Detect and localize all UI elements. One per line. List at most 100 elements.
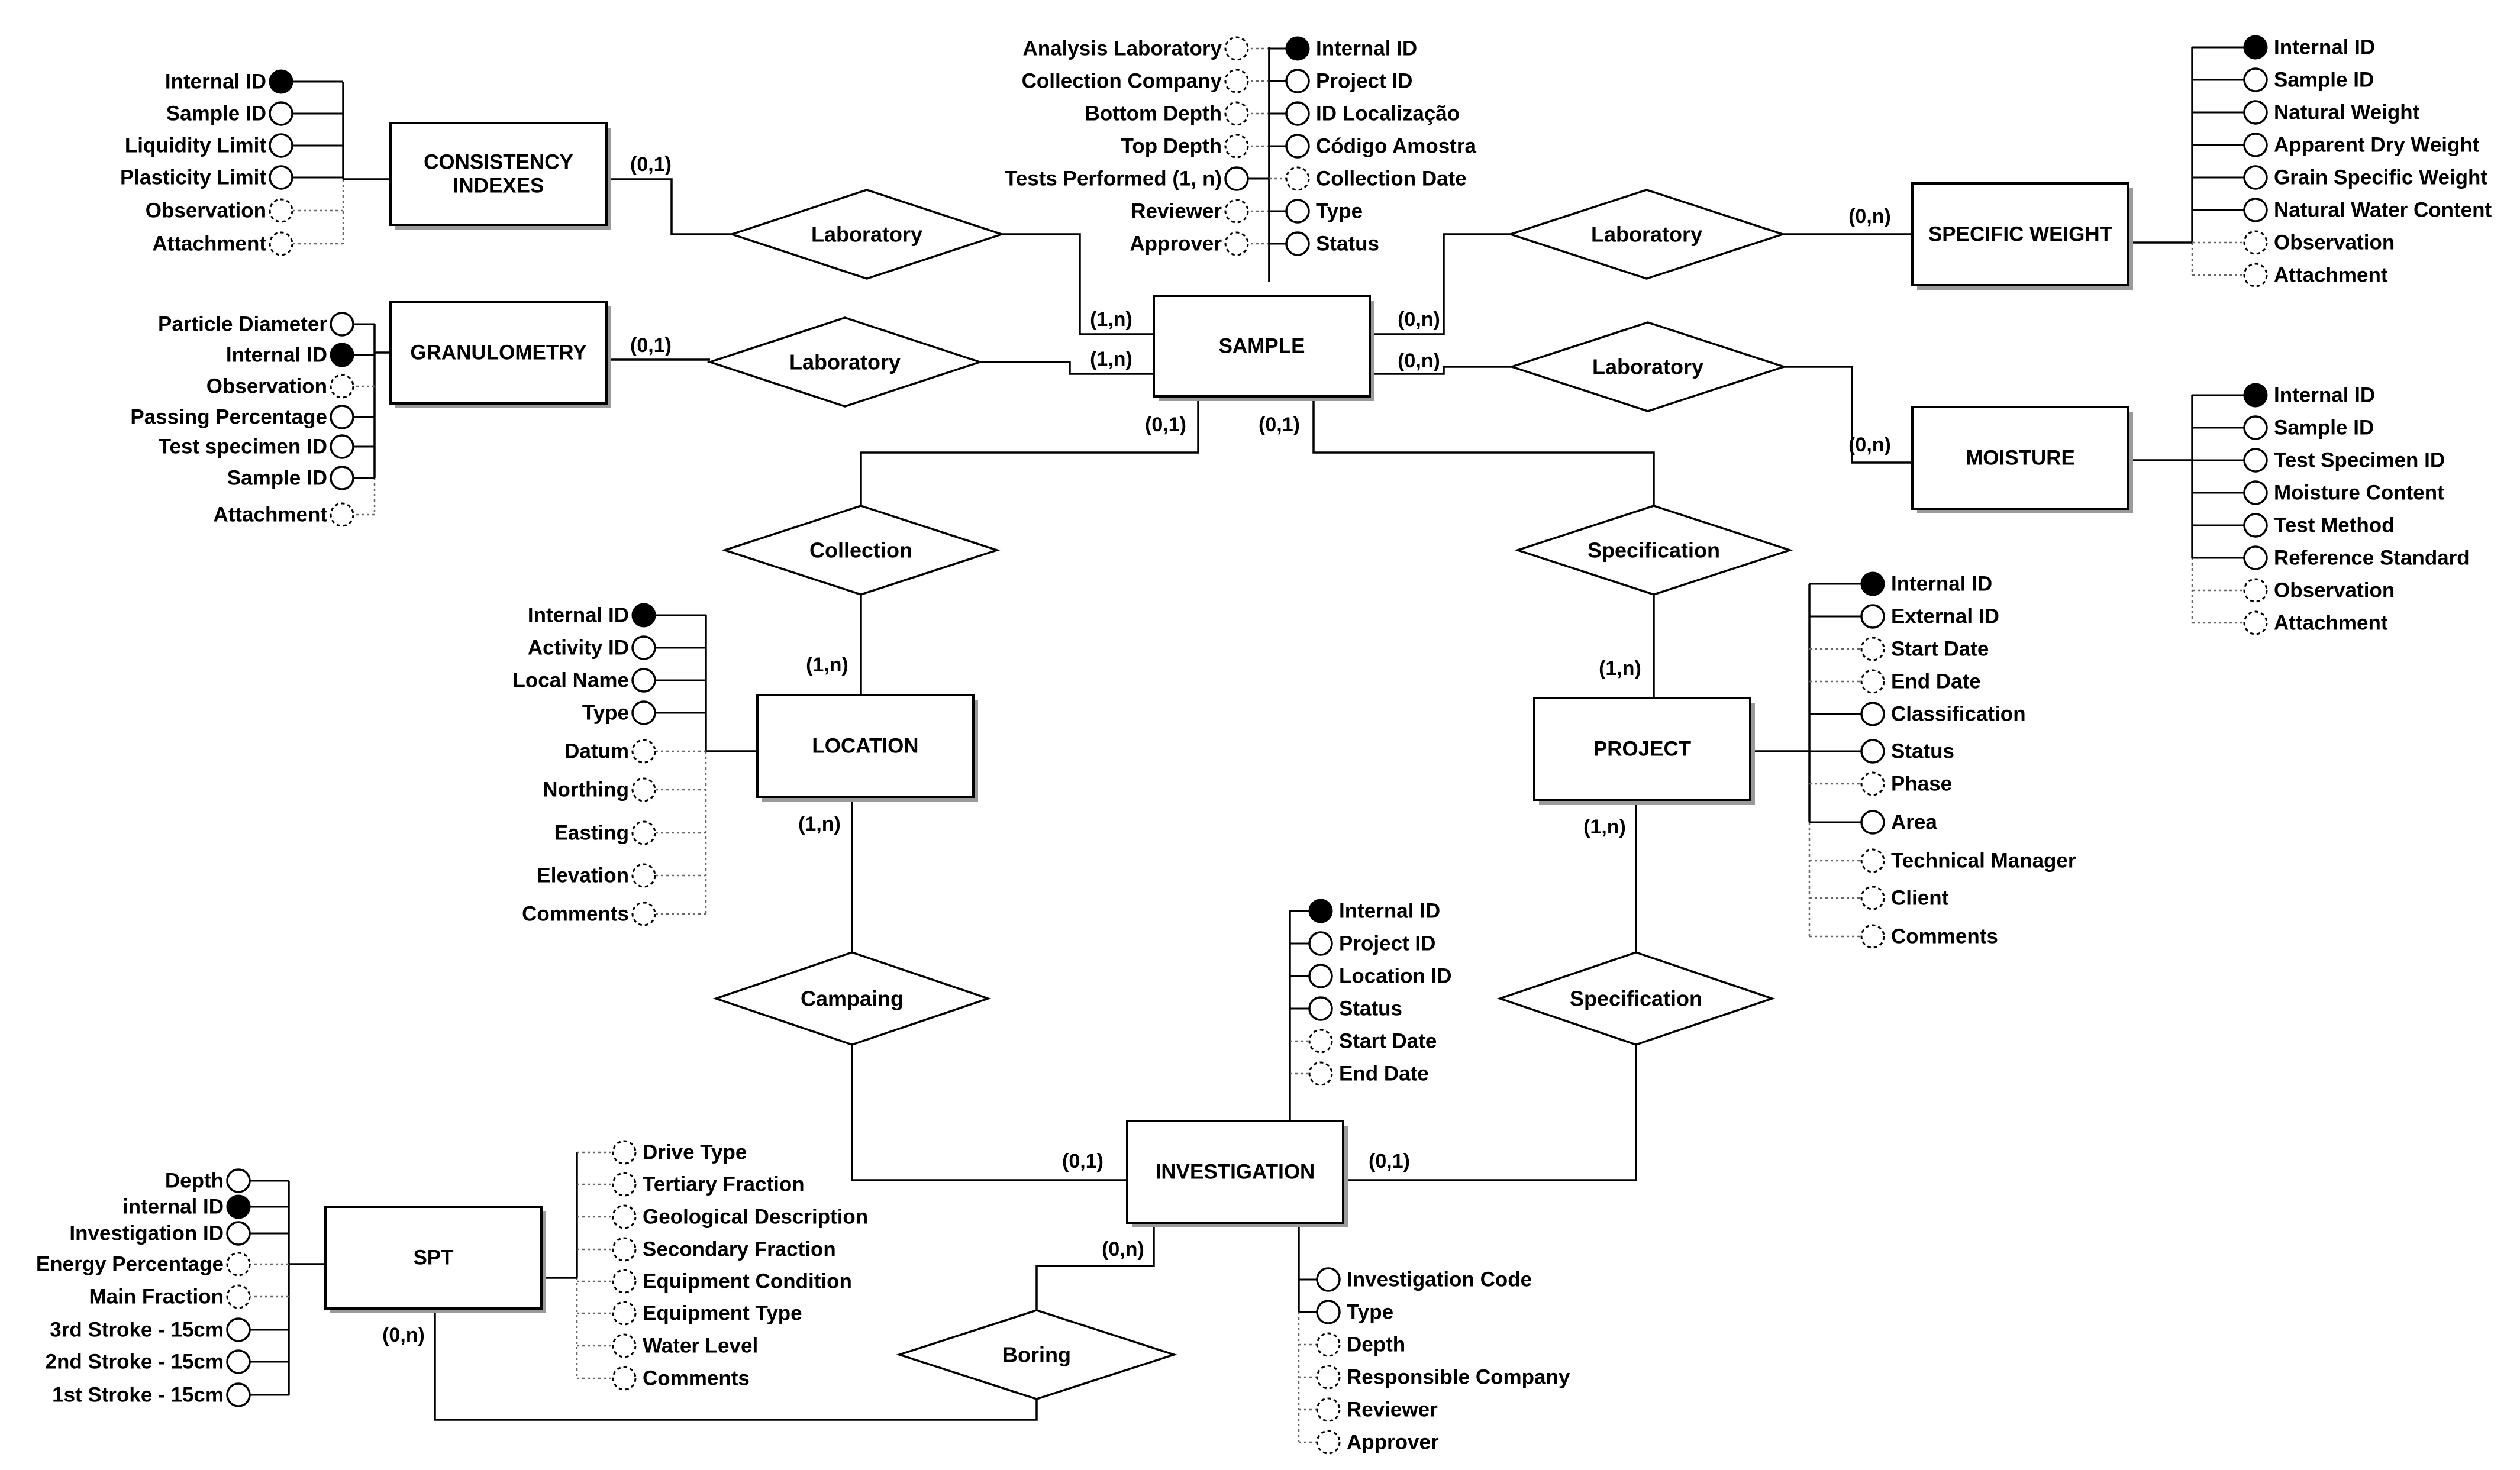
- entity-box[interactable]: [1911, 182, 2129, 286]
- relationships: LaboratoryLaboratoryLaboratoryLaboratory…: [706, 189, 1793, 1400]
- relationship-lab-specific-weight[interactable]: Laboratory: [1507, 189, 1786, 280]
- required-attribute-icon: [1316, 1267, 1341, 1292]
- relationship-diamond[interactable]: [896, 1309, 1177, 1400]
- relationship-diamond[interactable]: [1496, 951, 1776, 1046]
- relationship-specification-sample[interactable]: Specification: [1514, 505, 1793, 596]
- entity-label: SAMPLE: [1219, 335, 1305, 358]
- cardinalities: (0,1)(1,n)(0,1)(1,n)(0,n)(0,n)(0,n)(0,n)…: [382, 153, 1891, 1346]
- attribute-label: Sample ID: [166, 102, 266, 125]
- entity-moisture[interactable]: MOISTURE: [1911, 406, 2133, 513]
- relationship-diamond[interactable]: [1507, 189, 1786, 280]
- required-attribute-icon: [226, 1382, 251, 1407]
- cardinality-label: (0,n): [1398, 308, 1440, 331]
- required-attribute-icon: [226, 1317, 251, 1342]
- attribute-label: Water Level: [643, 1335, 758, 1358]
- attribute-label: Test specimen ID: [159, 435, 327, 458]
- optional-attribute-icon: [2243, 610, 2268, 635]
- attribute-label: Equipment Condition: [643, 1270, 852, 1293]
- attribute-label: Location ID: [1339, 965, 1452, 988]
- entity-box[interactable]: [756, 694, 975, 798]
- attribute-label: Natural Weight: [2274, 101, 2420, 124]
- optional-attribute-icon: [1316, 1332, 1341, 1357]
- optional-attribute-icon: [1308, 1061, 1333, 1086]
- attribute-label: Sample ID: [2274, 416, 2374, 440]
- attribute-label: Particle Diameter: [158, 313, 327, 336]
- attribute-label: Collection Company: [1022, 70, 1222, 93]
- attribute-label: End Date: [1339, 1062, 1429, 1085]
- relationship-lab-moisture[interactable]: Laboratory: [1508, 321, 1787, 412]
- relationship-label: Laboratory: [789, 350, 901, 374]
- attribute-label: Classification: [1891, 703, 2026, 726]
- attribute-label: internal ID: [122, 1196, 224, 1219]
- required-attribute-icon: [631, 700, 656, 725]
- optional-attribute-icon: [1316, 1365, 1341, 1390]
- relationship-edge: [860, 396, 1199, 506]
- entity-box[interactable]: [1533, 697, 1751, 801]
- attribute-label: Liquidity Limit: [125, 134, 266, 157]
- required-attribute-icon: [269, 133, 293, 158]
- entity-box[interactable]: [1126, 1120, 1344, 1224]
- attribute-label: Type: [582, 702, 629, 725]
- key-attribute-icon: [330, 343, 354, 367]
- required-attribute-icon: [1285, 199, 1310, 224]
- relationship-label: Specification: [1587, 538, 1720, 563]
- attribute-label: Area: [1891, 811, 1937, 834]
- relationship-diamond[interactable]: [1514, 505, 1793, 596]
- entity-granulometry[interactable]: GRANULOMETRY: [389, 301, 611, 408]
- relationship-specification-investigation[interactable]: Specification: [1496, 951, 1776, 1046]
- required-attribute-icon: [1285, 231, 1310, 256]
- entity-sample[interactable]: SAMPLE: [1153, 295, 1374, 401]
- attribute-label: Tests Performed (1, n): [1005, 167, 1222, 190]
- relationship-lab-consistency[interactable]: Laboratory: [728, 189, 1005, 280]
- attribute-label: Status: [1891, 740, 1954, 763]
- entity-box[interactable]: [1153, 295, 1371, 398]
- attribute-label: Start Date: [1891, 638, 1989, 661]
- relationship-diamond[interactable]: [706, 316, 983, 408]
- entity-investigation[interactable]: INVESTIGATION: [1126, 1120, 1348, 1227]
- attribute-label: Client: [1891, 887, 1949, 910]
- required-attribute-icon: [330, 466, 354, 490]
- relationship-diamond[interactable]: [712, 951, 992, 1046]
- optional-attribute-icon: [612, 1366, 637, 1391]
- optional-attribute-icon: [631, 739, 656, 764]
- relationship-boring[interactable]: Boring: [896, 1309, 1177, 1400]
- attribute-label: Reviewer: [1347, 1398, 1438, 1421]
- entity-location[interactable]: LOCATION: [756, 694, 978, 802]
- optional-attribute-icon: [1860, 637, 1885, 661]
- relationship-campaing[interactable]: Campaing: [712, 951, 992, 1046]
- relationship-lab-granulometry[interactable]: Laboratory: [706, 316, 983, 408]
- attribute-label: Geological Description: [643, 1206, 868, 1229]
- entity-label-line: INDEXES: [453, 175, 544, 198]
- required-attribute-icon: [269, 165, 293, 190]
- attribute-label: Bottom Depth: [1085, 102, 1222, 125]
- optional-attribute-icon: [1316, 1397, 1341, 1422]
- attribute-label: Reviewer: [1131, 200, 1222, 223]
- entity-box[interactable]: [389, 301, 608, 405]
- cardinality-label: (0,n): [1102, 1238, 1144, 1261]
- attribute-label: Test Method: [2274, 514, 2395, 537]
- optional-attribute-icon: [631, 820, 656, 845]
- entity-box[interactable]: [324, 1206, 543, 1310]
- entity-box[interactable]: [389, 122, 608, 226]
- entity-spt[interactable]: SPT: [324, 1206, 546, 1313]
- entity-box[interactable]: [1911, 406, 2129, 510]
- entity-specific-weight[interactable]: SPECIFIC WEIGHT: [1911, 182, 2133, 290]
- relationship-diamond[interactable]: [728, 189, 1005, 280]
- relationship-diamond[interactable]: [1508, 321, 1787, 412]
- entity-project[interactable]: PROJECT: [1533, 697, 1755, 805]
- relationship-diamond[interactable]: [721, 505, 1001, 596]
- optional-attribute-icon: [1316, 1430, 1341, 1455]
- relationship-collection[interactable]: Collection: [721, 505, 1001, 596]
- attribute-label: Type: [1316, 200, 1363, 223]
- attribute-label: Responsible Company: [1347, 1366, 1570, 1389]
- attribute-label: Status: [1339, 997, 1402, 1020]
- attribute-label: 1st Stroke - 15cm: [52, 1384, 224, 1407]
- attribute-label: Internal ID: [528, 604, 629, 627]
- required-attribute-icon: [330, 434, 354, 459]
- required-attribute-icon: [1316, 1300, 1341, 1324]
